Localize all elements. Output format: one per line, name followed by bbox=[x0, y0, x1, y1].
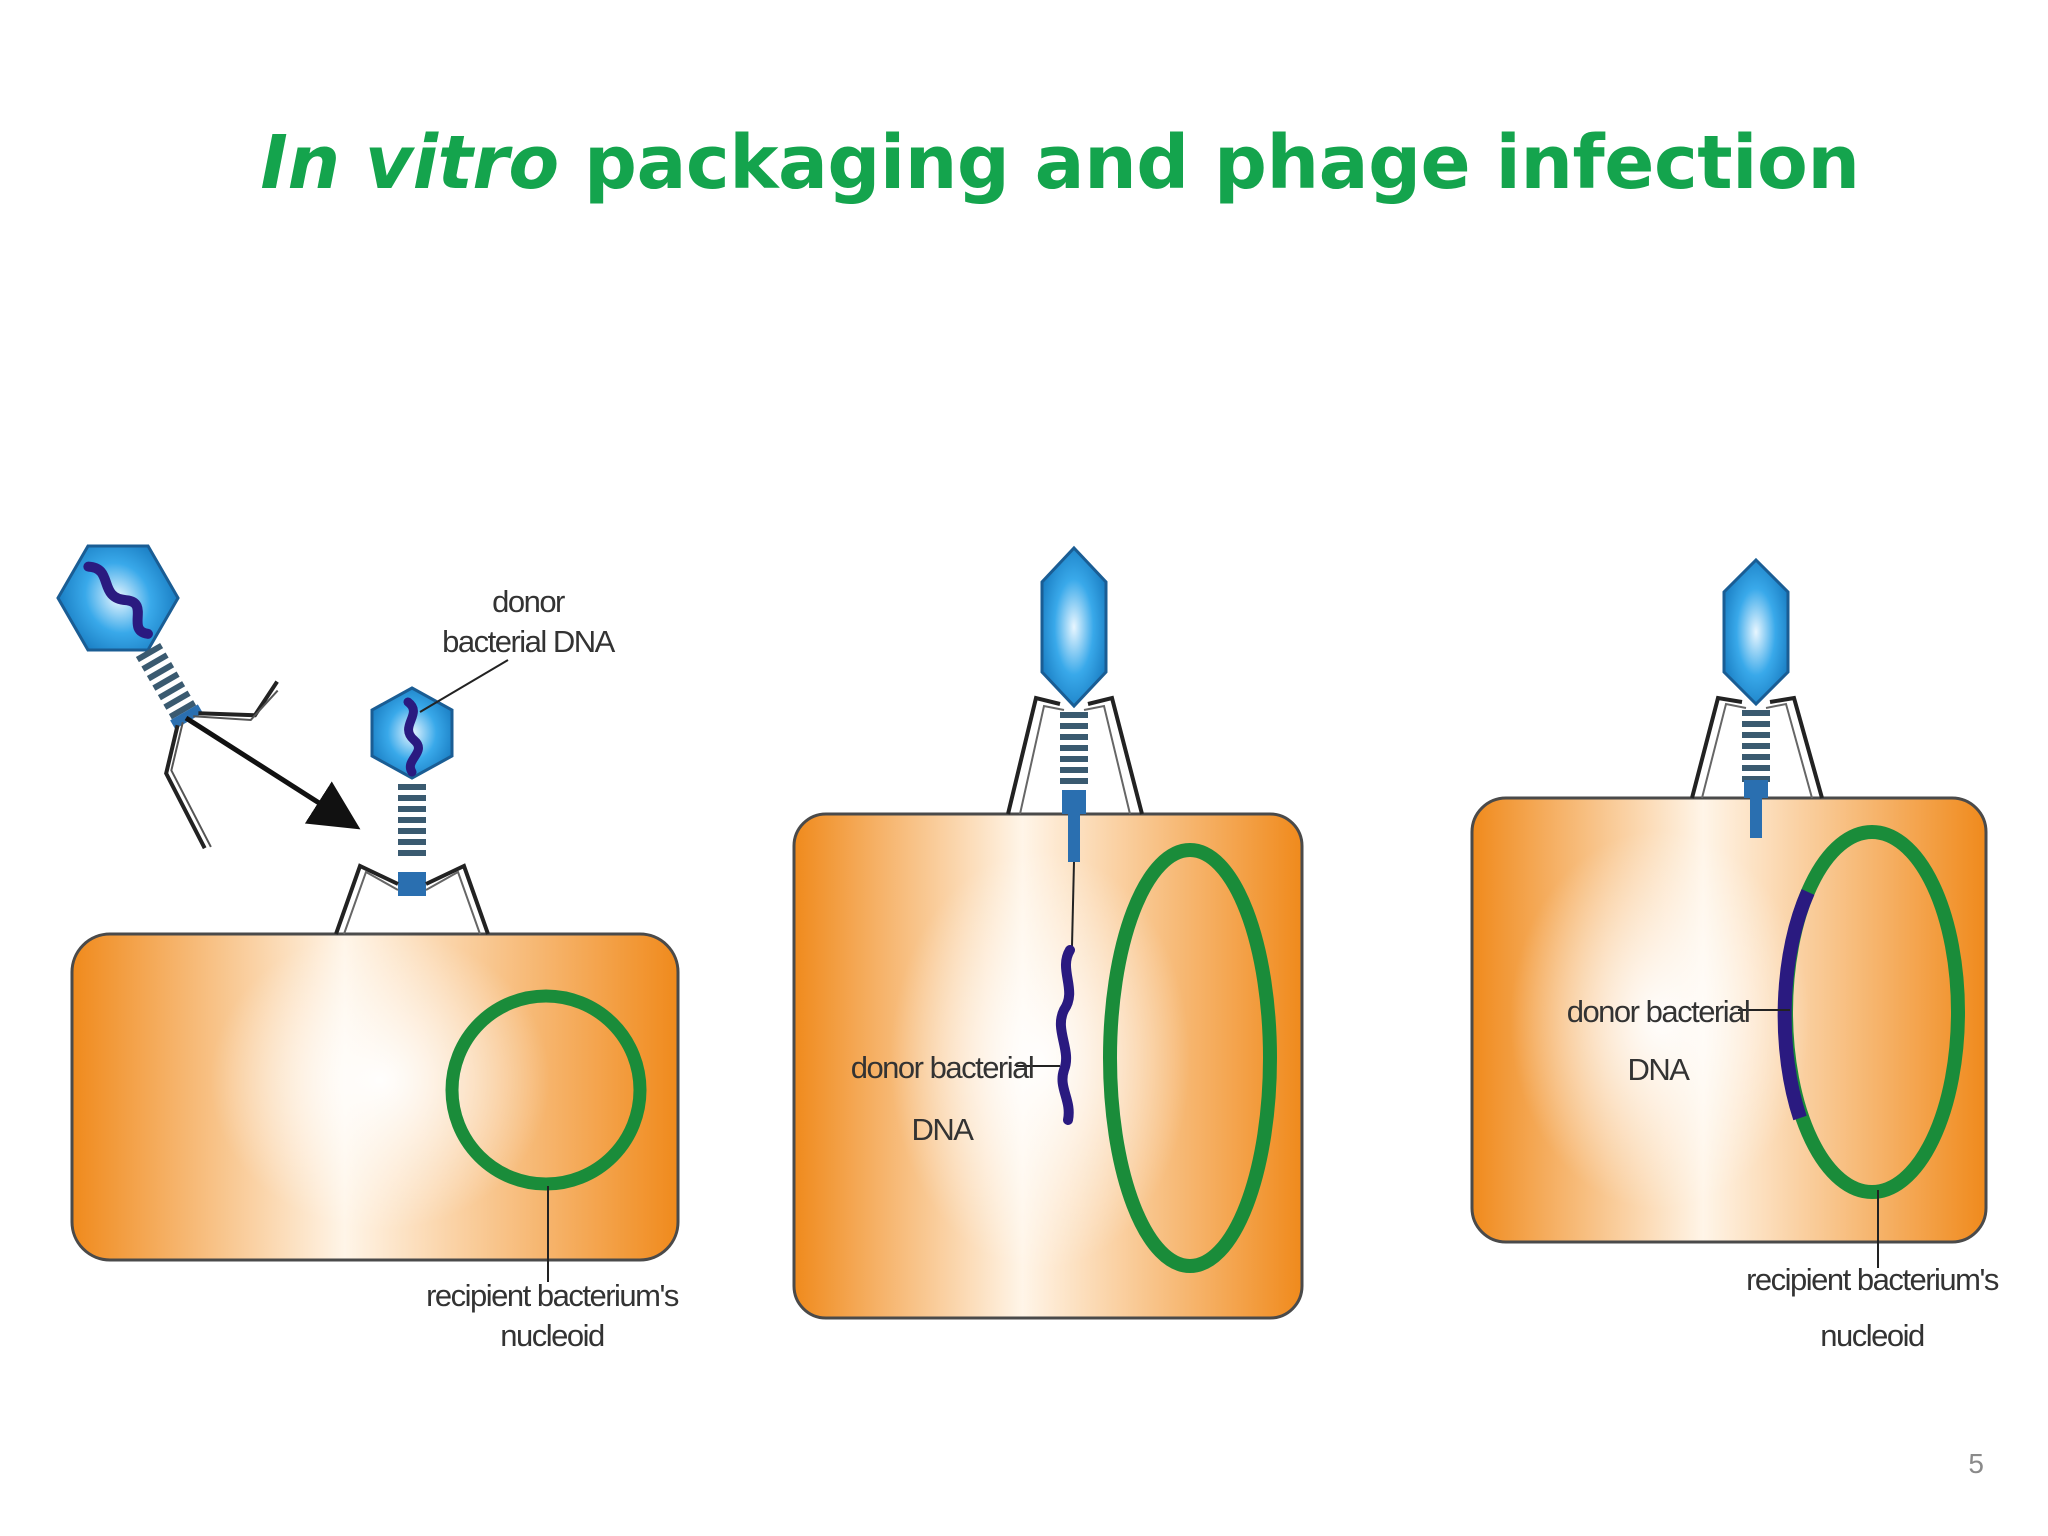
nucleoid-label: nucleoid bbox=[1820, 1318, 1924, 1353]
title-italic: In vitro bbox=[260, 120, 559, 206]
donor-dna-label-line2: DNA bbox=[1628, 1052, 1691, 1087]
bacterium-cell bbox=[1470, 796, 1988, 1244]
donor-dna-label: donor bacterial bbox=[851, 1050, 1034, 1085]
donor-dna-label-line2: DNA bbox=[912, 1112, 975, 1147]
attached-phage bbox=[1690, 557, 1824, 838]
panel-2: donor bacterial DNA bbox=[792, 545, 1304, 1320]
donor-dna-leader bbox=[419, 659, 509, 713]
injected-donor-dna bbox=[1055, 945, 1075, 1125]
donor-label-line2: bacterial DNA bbox=[442, 624, 616, 659]
integrated-donor-dna bbox=[1777, 889, 1815, 1121]
free-phage bbox=[56, 544, 279, 850]
donor-label: donor bbox=[492, 584, 565, 619]
recipient-nucleoid bbox=[1103, 843, 1277, 1273]
title-rest: packaging and phage infection bbox=[558, 120, 1860, 206]
recipient-nucleoid bbox=[445, 989, 647, 1191]
recipient-label: recipient bacterium's bbox=[426, 1278, 679, 1313]
bacterium-cell bbox=[70, 930, 680, 1262]
nucleoid-label: nucleoid bbox=[500, 1318, 604, 1353]
panel-1: donor bacterial DNA recipient bacterium'… bbox=[56, 544, 680, 1353]
attached-phage bbox=[334, 686, 490, 935]
recipient-label: recipient bacterium's bbox=[1746, 1262, 1999, 1297]
page-number: 5 bbox=[1968, 1448, 1984, 1479]
slide-title: In vitro packaging and phage infection bbox=[0, 120, 2048, 206]
panel-3: donor bacterial DNA recipient bacterium'… bbox=[1470, 557, 2000, 1353]
attached-phage bbox=[1006, 545, 1144, 947]
infection-arrow bbox=[184, 715, 361, 830]
donor-dna-label: donor bacterial bbox=[1567, 994, 1750, 1029]
